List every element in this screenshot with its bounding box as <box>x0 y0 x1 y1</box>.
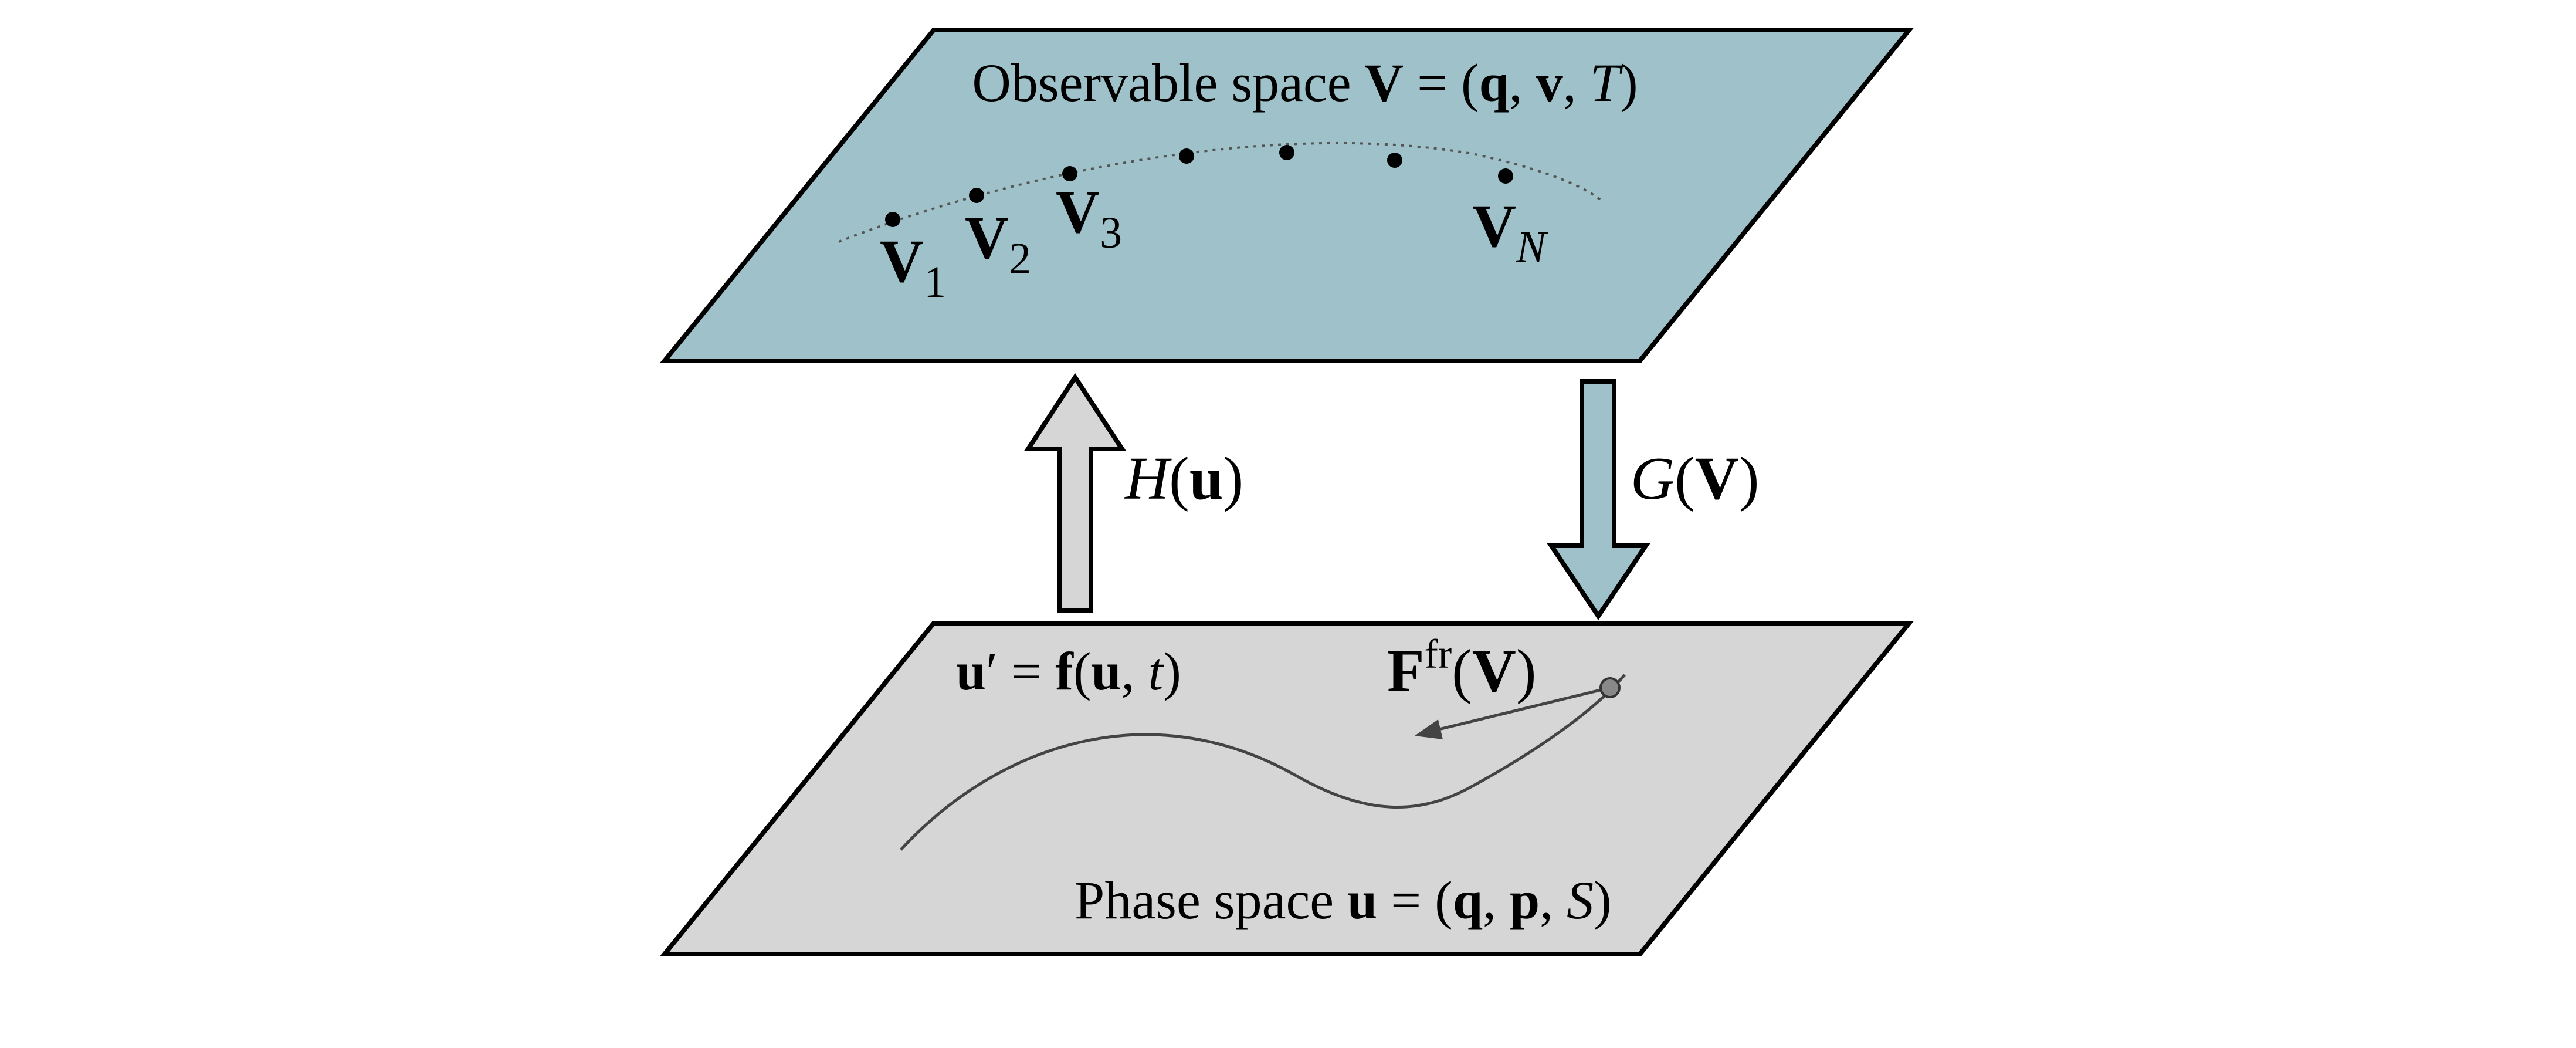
down-arrow-icon <box>1547 379 1650 621</box>
friction-force-label: Ffr(V) <box>1387 632 1537 705</box>
up-arrow-icon <box>1023 373 1127 613</box>
observation-point <box>1387 153 1402 168</box>
phase-trajectory <box>900 674 1626 851</box>
observation-point <box>969 188 984 203</box>
observation-point <box>1279 145 1294 160</box>
observable-space-parallelogram <box>659 28 1914 363</box>
point-label-v3: V3 <box>1056 178 1122 258</box>
observation-point <box>1062 166 1077 181</box>
point-label-v2: V2 <box>965 204 1031 283</box>
point-label-v1: V1 <box>880 228 946 307</box>
observation-point <box>885 212 900 227</box>
mapping-h-label: H(u) <box>1124 445 1243 512</box>
phase-space-caption: Phase space u = (q, p, S) <box>1075 870 1612 930</box>
point-label-vn: VN <box>1472 192 1548 272</box>
mapping-g-label: G(V) <box>1631 445 1760 512</box>
observation-trajectory <box>838 141 1604 243</box>
phase-space-plane: u′ = f(u, t) Ffr(V) Phase space u = (q, … <box>659 621 1914 956</box>
mapping-g-arrow: G(V) <box>1547 379 1760 621</box>
observation-point <box>1179 148 1194 164</box>
mapping-h-arrow: H(u) <box>1023 373 1243 613</box>
observable-space-plane: Observable space V = (q, v, T) V1 V2 V3 … <box>659 28 1914 363</box>
observable-space-caption: Observable space V = (q, v, T) <box>972 53 1638 113</box>
observation-point <box>1498 168 1513 184</box>
friction-force-arrow <box>1415 686 1611 739</box>
arrowhead-icon <box>1415 719 1443 739</box>
current-state-point <box>1599 677 1621 698</box>
phase-space-parallelogram <box>659 621 1914 956</box>
ode-label: u′ = f(u, t) <box>956 641 1181 701</box>
